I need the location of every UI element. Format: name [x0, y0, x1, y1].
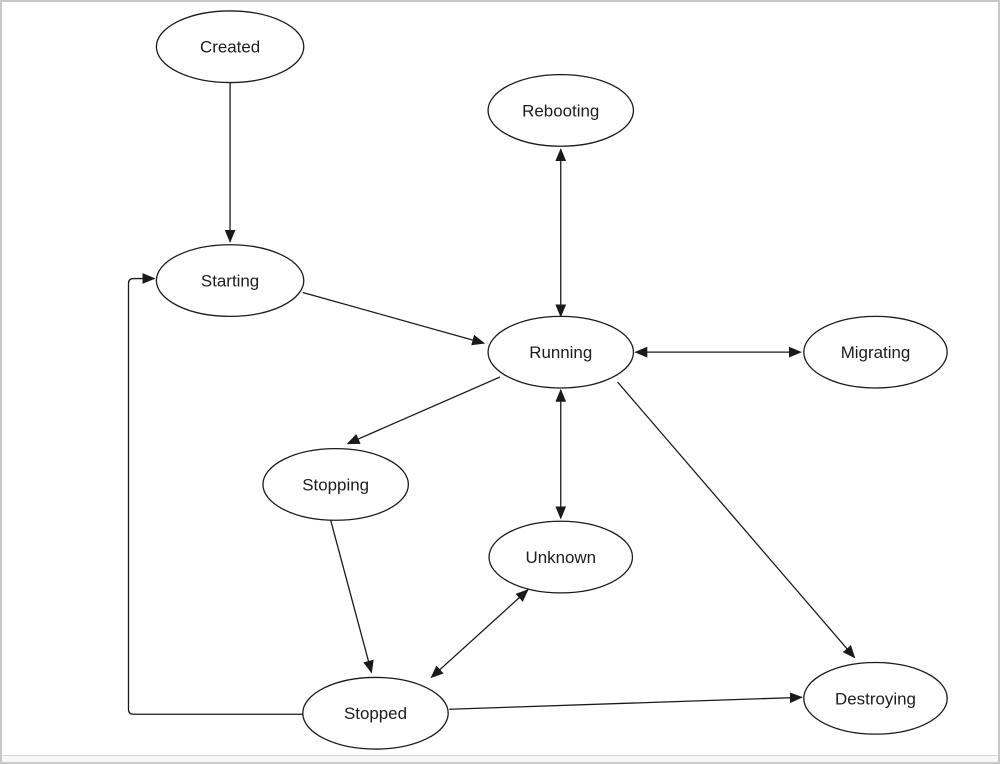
node-rebooting-label: Rebooting	[522, 101, 599, 120]
edge-stopped-to-unknown	[430, 589, 529, 679]
node-stopping-label: Stopping	[302, 475, 369, 494]
edge-stopping-to-stopped	[330, 520, 374, 674]
node-rebooting-ellipse	[487, 73, 635, 147]
node-unknown: Unknown	[488, 520, 634, 594]
node-running: Running	[487, 315, 635, 389]
edge-starting-to-running	[302, 291, 486, 346]
node-starting-ellipse	[155, 244, 305, 317]
edge-stopped-to-starting	[127, 273, 303, 715]
node-stopped: Stopped	[302, 676, 449, 750]
node-destroying: Destroying	[803, 661, 948, 735]
node-running-ellipse	[487, 315, 635, 389]
node-stopped-ellipse	[302, 676, 449, 750]
node-rebooting: Rebooting	[487, 73, 635, 147]
node-created: Created	[155, 10, 305, 84]
node-migrating: Migrating	[803, 315, 948, 389]
node-unknown-ellipse	[488, 520, 634, 594]
edge-running-to-destroying	[617, 381, 856, 659]
node-destroying-label: Destroying	[835, 689, 916, 708]
node-created-ellipse	[155, 10, 305, 84]
node-starting-label: Starting	[201, 271, 259, 290]
node-stopped-label: Stopped	[344, 704, 407, 723]
canvas-bottom-edge	[2, 755, 998, 762]
edge-stopped-to-destroying	[449, 692, 803, 710]
node-unknown-label: Unknown	[525, 548, 596, 567]
node-destroying-ellipse	[803, 661, 948, 735]
node-running-label: Running	[529, 343, 592, 362]
edge-running-to-stopping	[346, 376, 501, 445]
node-stopping: Stopping	[262, 448, 410, 521]
node-migrating-label: Migrating	[841, 343, 911, 362]
node-stopping-ellipse	[262, 448, 410, 521]
node-migrating-ellipse	[803, 315, 948, 389]
node-created-label: Created	[200, 38, 260, 57]
node-starting: Starting	[155, 244, 305, 317]
